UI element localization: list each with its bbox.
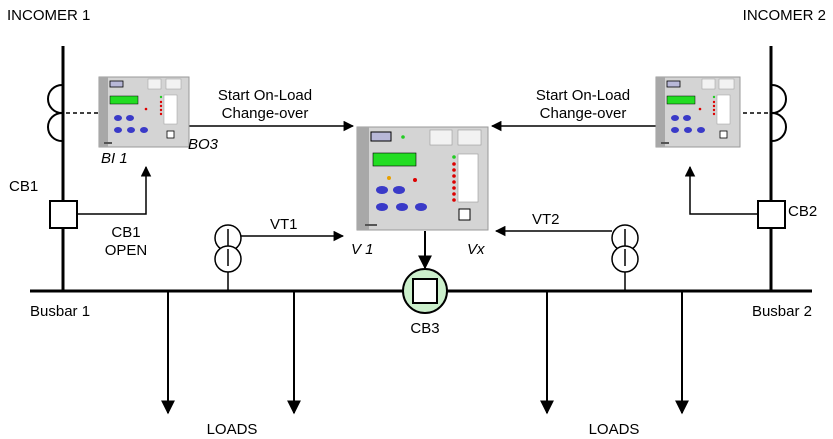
- incomer-1-label: INCOMER 1: [7, 7, 90, 24]
- busbar-1-label: Busbar 1: [30, 303, 90, 320]
- cb1-breaker: [49, 200, 78, 229]
- loads-left-label: LOADS: [207, 421, 258, 438]
- bi1-label: BI 1: [101, 150, 128, 167]
- cb2-breaker: [757, 200, 786, 229]
- cb1-open-line2: OPEN: [105, 242, 148, 259]
- start-changeover-right-line2: Change-over: [540, 105, 627, 122]
- relay-changeover: [356, 126, 489, 231]
- start-changeover-left-line1: Start On-Load: [218, 87, 312, 104]
- cb3-breaker: [402, 268, 448, 314]
- vt1-transformer: [214, 224, 345, 291]
- incomer-2-label: INCOMER 2: [743, 7, 826, 24]
- cb2-label: CB2: [788, 203, 817, 220]
- bo3-label: BO3: [188, 136, 219, 153]
- vt2-transformer: [494, 224, 639, 291]
- relay-incomer-2: [655, 76, 741, 148]
- start-changeover-right-line1: Start On-Load: [536, 87, 630, 104]
- cb3-label: CB3: [410, 320, 439, 337]
- loads-right-label: LOADS: [589, 421, 640, 438]
- vt1-label: VT1: [270, 216, 298, 233]
- vt2-label: VT2: [532, 211, 560, 228]
- incomer-2-feeder: [684, 46, 787, 291]
- cb1-open-line1: CB1: [111, 224, 140, 241]
- incomer-1-feeder: [47, 46, 152, 291]
- cb1-label: CB1: [9, 178, 38, 195]
- start-changeover-left-line2: Change-over: [222, 105, 309, 122]
- relay-incomer-1: [98, 76, 190, 148]
- busbar-2-label: Busbar 2: [752, 303, 812, 320]
- vx-label: Vx: [467, 241, 485, 258]
- v1-label: V 1: [351, 241, 374, 258]
- load-feeders: [161, 291, 689, 415]
